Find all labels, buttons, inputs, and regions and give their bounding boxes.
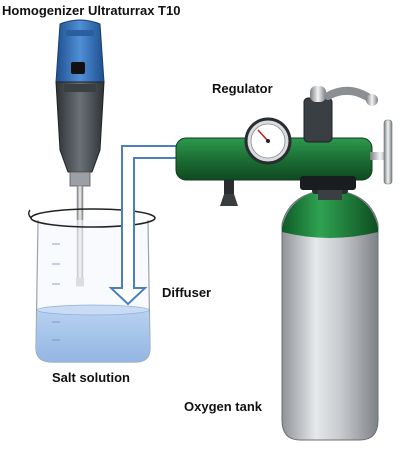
oxygen-tank-label: Oxygen tank	[184, 399, 263, 414]
gas-flow-arrow	[108, 145, 181, 306]
pressure-regulator	[175, 86, 393, 206]
regulator-label: Regulator	[212, 81, 273, 96]
homogenizer-label: Homogenizer Ultraturrax T10	[2, 3, 181, 18]
switch-icon	[71, 62, 85, 74]
oxygen-tank	[281, 178, 379, 441]
diffuser-label: Diffuser	[162, 285, 212, 300]
pressure-gauge	[244, 117, 292, 165]
beaker	[28, 208, 156, 363]
salt-solution-label: Salt solution	[52, 370, 130, 385]
